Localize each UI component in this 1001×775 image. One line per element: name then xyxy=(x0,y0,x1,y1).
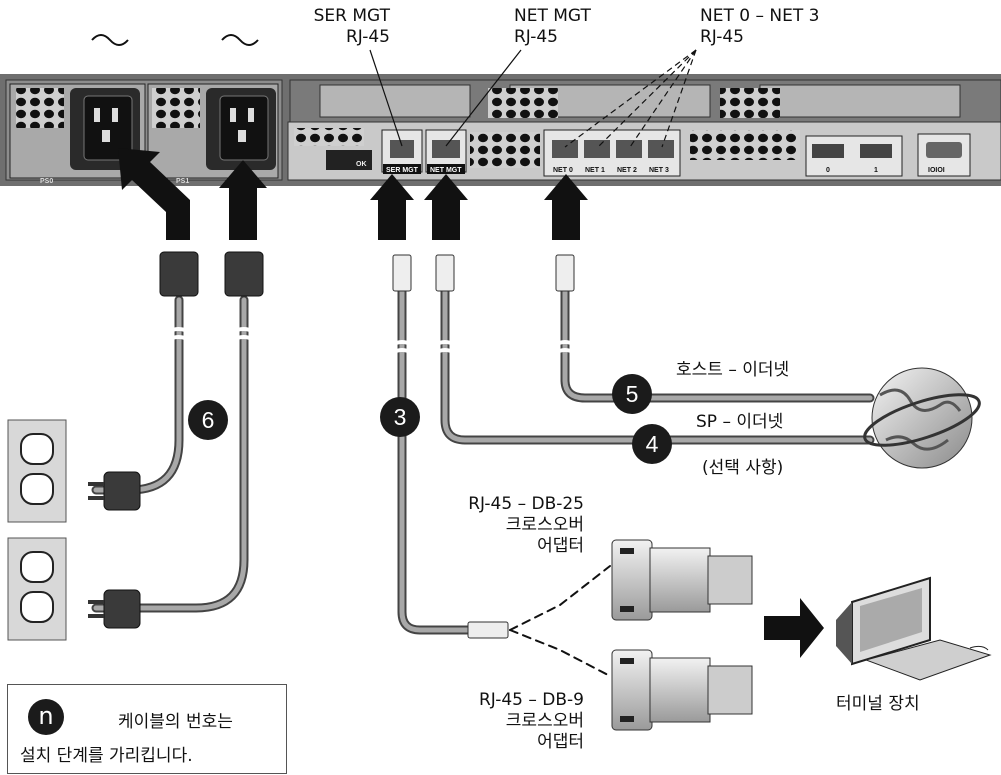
sp-ethernet-label: SP – 이더넷 xyxy=(696,412,784,432)
leader-lines xyxy=(369,49,697,148)
svg-text:1: 1 xyxy=(874,167,878,174)
legend-line-2: 설치 단계를 가리킵니다. xyxy=(20,746,193,766)
svg-text:NET 2: NET 2 xyxy=(617,167,637,174)
legend-box: n 케이블의 번호는 설치 단계를 가리킵니다. xyxy=(7,684,287,774)
host-ethernet-label: 호스트 – 이더넷 xyxy=(676,360,790,380)
svg-text:PS1: PS1 xyxy=(176,178,189,185)
svg-text:IOIOI: IOIOI xyxy=(928,167,945,174)
step-badge-4: 4 xyxy=(632,424,672,464)
step-badge-5: 5 xyxy=(612,374,652,414)
terminal-icon xyxy=(836,576,992,681)
legend-badge: n xyxy=(28,699,64,735)
insertion-arrows xyxy=(118,148,588,240)
psu-1 xyxy=(147,83,279,179)
svg-text:NET 0: NET 0 xyxy=(553,167,573,174)
svg-text:0: 0 xyxy=(826,167,830,174)
serial-port xyxy=(917,133,971,177)
svg-text:SER MGT: SER MGT xyxy=(386,167,419,174)
ac-symbol-icon xyxy=(91,34,259,46)
wall-outlets xyxy=(7,419,67,641)
arrow-to-terminal-icon xyxy=(764,598,824,658)
svg-text:OK: OK xyxy=(356,161,367,168)
svg-text:NET 1: NET 1 xyxy=(585,167,605,174)
legend-line-1: 케이블의 번호는 xyxy=(118,712,233,732)
optional-label: (선택 사항) xyxy=(702,458,784,478)
db25-adapter xyxy=(611,539,753,621)
db9-adapter xyxy=(611,649,753,731)
usb-ports xyxy=(805,135,903,177)
panel-port-labels: SER MGT NET MGT NET 0 NET 1 NET 2 NET 3 … xyxy=(40,161,945,185)
terminal-label: 터미널 장치 xyxy=(836,694,920,714)
power-plugs xyxy=(159,251,264,297)
svg-text:NET MGT: NET MGT xyxy=(430,167,462,174)
step-badge-6: 6 xyxy=(188,400,228,440)
cables xyxy=(91,285,875,677)
rj45-plugs xyxy=(392,254,575,639)
wall-plugs xyxy=(88,471,141,629)
step-badge-3: 3 xyxy=(380,397,420,437)
server-rear-panel xyxy=(0,74,1001,186)
svg-text:PS0: PS0 xyxy=(40,178,53,185)
svg-text:NET 3: NET 3 xyxy=(649,167,669,174)
internet-globe-icon xyxy=(863,367,981,469)
net-ports xyxy=(543,129,681,177)
